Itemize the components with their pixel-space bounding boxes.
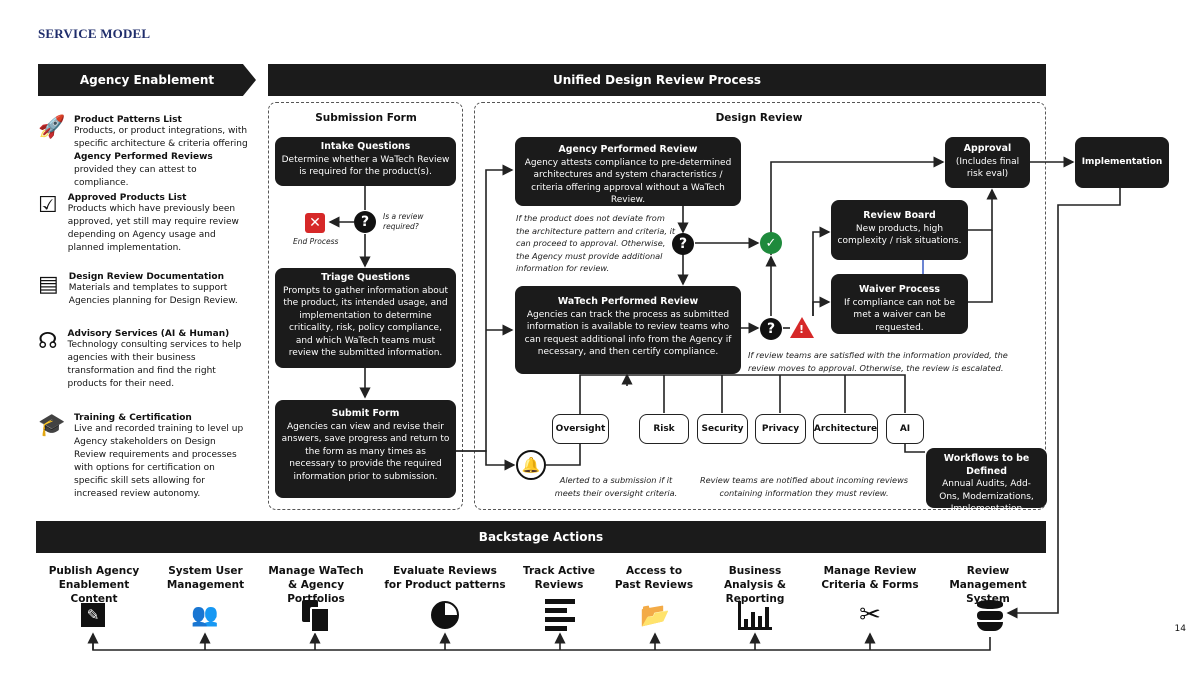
page-title: SERVICE MODEL (38, 26, 151, 41)
agency-item-title: Design Review Documentation (68, 272, 224, 282)
tools-icon: ✂ (859, 600, 881, 630)
backstage-label: Access to Past Reviews (614, 565, 694, 591)
headset-icon: ☊ (38, 329, 58, 354)
workflows-text: Annual Audits, Add-Ons, Modernizations, … (939, 479, 1034, 514)
agency-item: ☊ Advisory Services (AI & Human) Technol… (38, 329, 248, 413)
review-board-text: New products, high complexity / risk sit… (837, 223, 962, 247)
apr-title: Agency Performed Review (558, 144, 698, 155)
rocket-icon: 🚀 (38, 115, 66, 140)
warning-icon (790, 317, 814, 338)
agency-item: ☑ Approved Products List Products which … (38, 193, 248, 272)
review-required-note: Is a review required? (383, 212, 424, 231)
submission-form-heading: Submission Form (315, 112, 417, 124)
waiver-text: If compliance can not be met a waiver ca… (843, 297, 956, 333)
bell-icon: 🔔 (516, 450, 546, 480)
submit-title: Submit Form (331, 408, 400, 419)
team-oversight: Oversight (552, 414, 609, 444)
design-review-heading: Design Review (715, 112, 803, 124)
agency-item-text: Materials and templates to support Agenc… (68, 283, 238, 306)
team-risk: Risk (639, 414, 689, 444)
agency-item: ▤ Design Review Documentation Materials … (38, 272, 248, 329)
waiver-title: Waiver Process (859, 284, 940, 295)
teams-note: Review teams are notified about incoming… (699, 475, 909, 498)
triage-title: Triage Questions (321, 272, 410, 283)
agency-item-title: Approved Products List (67, 193, 187, 203)
team-privacy: Privacy (755, 414, 806, 444)
waiver-process-box: Waiver Process If compliance can not be m… (831, 274, 968, 334)
intake-title: Intake Questions (320, 141, 411, 152)
bar-chart-icon (738, 598, 772, 632)
agency-enablement-header: Agency Enablement (38, 64, 256, 96)
question-icon: ? (672, 233, 694, 255)
agency-item: 🎓 Training & Certification Live and reco… (38, 413, 248, 501)
backstage-label: Backstage Actions (478, 530, 604, 544)
users-icon: 👥 (191, 602, 219, 628)
backstage-label: Track Active Reviews (522, 565, 596, 591)
submit-text: Agencies can view and revise their answe… (281, 421, 450, 482)
unified-header: Unified Design Review Process (268, 64, 1046, 96)
approval-title: Approval (963, 143, 1012, 154)
close-icon: ✕ (305, 213, 325, 233)
files-icon (298, 598, 332, 633)
unified-label: Unified Design Review Process (552, 73, 762, 87)
wpr-text: Agencies can track the process as submit… (524, 309, 732, 358)
graduate-icon: 🎓 (38, 413, 66, 438)
submission-form-container (268, 102, 463, 510)
backstage-label: Manage Review Criteria & Forms (821, 565, 919, 591)
pie-chart-icon (428, 598, 462, 632)
end-process-label: End Process (293, 237, 339, 246)
backstage-label: Manage WaTech & Agency Portfolios (268, 565, 364, 605)
checklist-icon: ☑ (38, 193, 58, 218)
apr-text: Agency attests compliance to pre-determi… (524, 157, 732, 206)
team-security: Security (697, 414, 748, 444)
question-icon: ? (354, 211, 376, 233)
approval-text: (Includes final risk eval) (955, 156, 1020, 180)
approval-box: Approval (Includes final risk eval) (945, 137, 1030, 188)
backstage-label: Publish Agency Enablement Content (48, 565, 140, 605)
agency-item-text: Products which have previously been appr… (67, 204, 239, 253)
wpr-title: WaTech Performed Review (557, 296, 699, 307)
agency-enablement-label: Agency Enablement (79, 73, 215, 87)
agency-item: 🚀 Product Patterns List Products, or pro… (38, 115, 248, 193)
implementation-box: Implementation (1075, 137, 1169, 188)
agency-item-title: Advisory Services (AI & Human) (67, 329, 230, 339)
design-review-container (474, 102, 1046, 510)
alert-note: Alerted to a submission if it meets thei… (554, 475, 678, 498)
agency-list: 🚀 Product Patterns List Products, or pro… (38, 115, 248, 501)
team-architecture: Architecture (813, 414, 878, 444)
check-icon: ✓ (760, 232, 782, 254)
database-icon (973, 598, 1007, 632)
intake-text: Determine whether a WaTech Review is req… (281, 154, 450, 178)
question-icon: ? (760, 318, 782, 340)
agency-item-title: Product Patterns List (74, 115, 182, 125)
edit-document-icon: ✎ (76, 598, 110, 632)
backstage-label: Evaluate Reviews for Product patterns (384, 565, 506, 591)
agency-item-text: Technology consulting services to help a… (67, 340, 242, 389)
team-ai: AI (886, 414, 924, 444)
satisfied-note: If review teams are satisfied with the i… (748, 350, 1008, 373)
agency-item-text: Products, or product integrations, with … (74, 126, 248, 188)
triage-text: Prompts to gather information about the … (282, 285, 449, 359)
folder-open-icon: 📂 (640, 601, 670, 629)
review-board-title: Review Board (863, 210, 936, 221)
agency-item-title: Training & Certification (74, 413, 192, 423)
page-number: 14 (1174, 624, 1186, 634)
implementation-label: Implementation (1081, 157, 1163, 168)
document-icon: ▤ (38, 272, 59, 297)
backstage-label: System User Management (166, 565, 245, 591)
apr-note: If the product does not deviate from the… (516, 213, 676, 273)
agency-item-text: Live and recorded training to level up A… (74, 424, 244, 499)
list-bars-icon (543, 598, 577, 632)
backstage-header: Backstage Actions (36, 521, 1046, 553)
workflows-title: Workflows to be Defined (943, 453, 1030, 477)
